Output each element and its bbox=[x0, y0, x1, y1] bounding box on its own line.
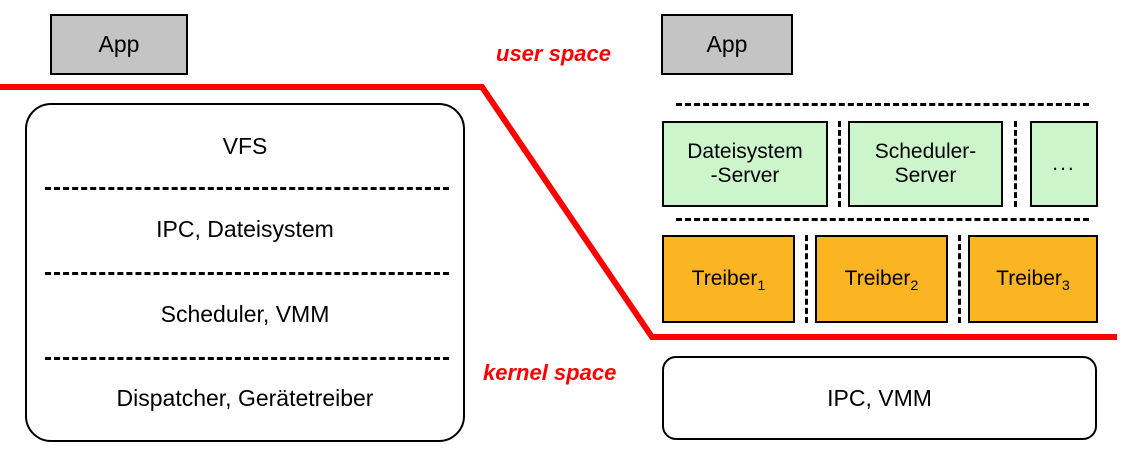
kernel-layer-label: Scheduler, VMM bbox=[160, 301, 330, 328]
driver-name: Treiber bbox=[996, 266, 1062, 290]
kernel-layer-dispatcher-geraetetreiber: Dispatcher, Gerätetreiber bbox=[27, 357, 463, 440]
server-separator-1 bbox=[838, 121, 841, 207]
server-box-label: Dateisystem -Server bbox=[687, 140, 803, 188]
server-band-top-divider bbox=[676, 103, 1089, 106]
server-label-ellipsis: ... bbox=[1052, 151, 1076, 175]
driver-index: 3 bbox=[1061, 278, 1070, 295]
server-label-line2: -Server bbox=[710, 164, 780, 187]
server-box-dateisystem: Dateisystem -Server bbox=[662, 121, 828, 207]
driver-separator-1 bbox=[805, 235, 808, 323]
driver-name: Treiber bbox=[844, 266, 911, 290]
right-app-box: App bbox=[661, 14, 793, 75]
driver-name: Treiber bbox=[691, 266, 758, 290]
server-box-scheduler: Scheduler- Server bbox=[848, 121, 1003, 207]
driver-box-2: Treiber2 bbox=[815, 235, 948, 323]
server-box-label: Scheduler- Server bbox=[875, 140, 977, 188]
user-space-label: user space bbox=[496, 41, 611, 66]
right-app-label: App bbox=[706, 31, 748, 58]
kernel-layer-label: Dispatcher, Gerätetreiber bbox=[116, 385, 374, 412]
server-band-bottom-divider bbox=[676, 218, 1089, 221]
driver-index: 2 bbox=[910, 278, 919, 295]
kernel-layer-scheduler-vmm: Scheduler, VMM bbox=[27, 272, 463, 357]
driver-box-label: Treiber1 bbox=[691, 266, 766, 295]
monolithic-kernel-box: VFS IPC, Dateisystem Scheduler, VMM Disp… bbox=[25, 103, 465, 442]
driver-box-label: Treiber3 bbox=[996, 266, 1070, 295]
kernel-layer-ipc-dateisystem: IPC, Dateisystem bbox=[27, 187, 463, 272]
kernel-layer-vfs: VFS bbox=[27, 105, 463, 187]
driver-box-3: Treiber3 bbox=[968, 235, 1098, 323]
driver-separator-2 bbox=[958, 235, 961, 323]
kernel-space-label: kernel space bbox=[483, 360, 617, 385]
server-separator-2 bbox=[1014, 121, 1017, 207]
microkernel-label: IPC, VMM bbox=[827, 384, 932, 411]
driver-box-label: Treiber2 bbox=[844, 266, 919, 295]
microkernel-box: IPC, VMM bbox=[662, 356, 1097, 440]
server-label-line2: Server bbox=[894, 164, 957, 187]
driver-index: 1 bbox=[757, 278, 766, 295]
server-label-line1: Dateisystem bbox=[687, 139, 803, 163]
server-box-more: ... bbox=[1030, 121, 1098, 207]
server-label-line1: Scheduler- bbox=[874, 139, 977, 163]
left-app-label: App bbox=[98, 31, 140, 58]
kernel-layer-divider-3 bbox=[45, 357, 449, 360]
left-app-box: App bbox=[50, 14, 188, 75]
kernel-layer-label: IPC, Dateisystem bbox=[156, 216, 334, 243]
driver-box-1: Treiber1 bbox=[662, 235, 795, 323]
kernel-layer-label: VFS bbox=[222, 132, 268, 159]
